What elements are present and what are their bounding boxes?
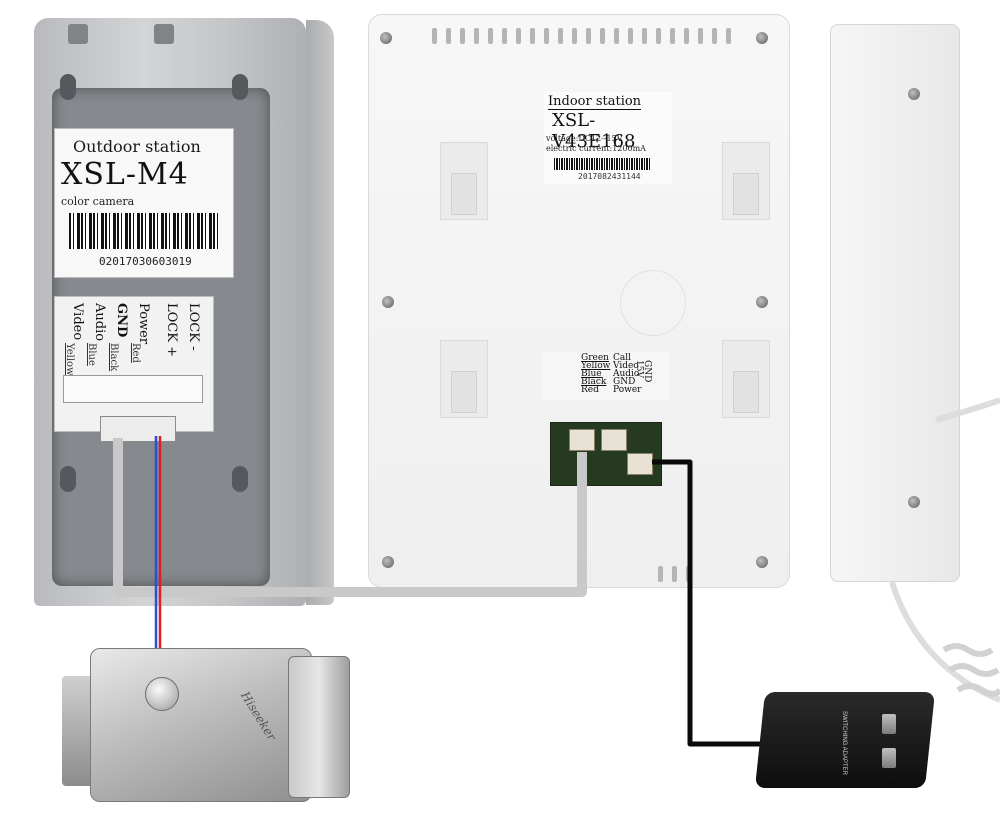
vent-slot xyxy=(530,28,535,44)
mount-notch xyxy=(154,24,174,44)
vent-slot xyxy=(726,28,731,44)
handset-cord xyxy=(889,581,1000,703)
lock-bolt-cylinder xyxy=(288,656,350,798)
terminal-color: Blue xyxy=(581,369,602,379)
outdoor-station-title: Outdoor station xyxy=(73,137,201,156)
mount-hole xyxy=(60,74,76,100)
screw xyxy=(382,296,394,308)
coiled-cord xyxy=(942,643,1000,697)
vent-slot xyxy=(628,28,633,44)
indoor-station-serial: 2017082431144 xyxy=(578,172,641,181)
screw xyxy=(382,556,394,568)
screw xyxy=(756,32,768,44)
barcode xyxy=(554,158,650,170)
mount-hole xyxy=(232,466,248,492)
indoor-station-current: electric current:1200mA xyxy=(546,144,646,153)
lock-knob xyxy=(145,677,179,711)
vent-slot xyxy=(460,28,465,44)
vent-slot xyxy=(670,28,675,44)
indoor-station-title: Indoor station xyxy=(548,94,642,110)
vent-slot xyxy=(488,28,493,44)
mount-slot xyxy=(722,340,770,418)
vent-slot xyxy=(600,28,605,44)
vent-slot xyxy=(614,28,619,44)
vent-slot xyxy=(672,566,677,582)
vent-slot xyxy=(516,28,521,44)
mount-slot xyxy=(440,340,488,418)
terminal-label: GND xyxy=(613,377,636,387)
vent-slot xyxy=(474,28,479,44)
vent-slot xyxy=(586,28,591,44)
outdoor-station-label: Outdoor station XSL-M4 color camera 0201… xyxy=(54,128,234,278)
indoor-station-label: Indoor station XSL-V43E168 voltage:DC12-… xyxy=(544,92,672,184)
barcode xyxy=(69,213,219,249)
outdoor-connector xyxy=(100,416,176,442)
vent-slot xyxy=(558,28,563,44)
outdoor-station-model: XSL-M4 xyxy=(61,157,189,192)
terminal-color: Green xyxy=(581,353,609,363)
power-adapter: SWITCHING ADAPTER xyxy=(754,692,936,790)
vent-slot xyxy=(712,28,717,44)
plug-prong xyxy=(882,748,896,768)
screw xyxy=(908,88,920,100)
vent-slot xyxy=(432,28,437,44)
connector-jack xyxy=(601,429,627,451)
mount-hole xyxy=(60,466,76,492)
handset-cord xyxy=(935,397,1000,423)
mount-notch xyxy=(68,24,88,44)
plug-prong xyxy=(882,714,896,734)
mount-slot xyxy=(722,142,770,220)
terminal-color: Yellow xyxy=(581,361,611,371)
outdoor-station-side-rail xyxy=(306,20,334,605)
outdoor-station-camera: color camera xyxy=(61,195,135,208)
vent-slot xyxy=(572,28,577,44)
handset xyxy=(830,24,960,582)
indoor-station-model: XSL-V43E168 xyxy=(552,110,636,152)
center-knob xyxy=(620,270,686,336)
adapter-label: SWITCHING ADAPTER xyxy=(841,711,847,776)
mount-slot xyxy=(440,142,488,220)
vent-slot xyxy=(642,28,647,44)
terminal-label: Call xyxy=(613,353,632,363)
screw xyxy=(380,32,392,44)
connector-jack xyxy=(569,429,595,451)
handset-body xyxy=(830,24,960,582)
vent-slot xyxy=(658,566,663,582)
screw xyxy=(756,556,768,568)
gray-cable xyxy=(113,438,587,597)
terminal-label: Power xyxy=(613,385,642,395)
vent-slot xyxy=(684,28,689,44)
lock-body: Hiseeker xyxy=(90,648,312,802)
terminal-label: Video xyxy=(613,361,639,371)
mount-hole xyxy=(232,74,248,100)
vent-slot xyxy=(502,28,507,44)
vent-slot xyxy=(544,28,549,44)
vent-slot xyxy=(698,28,703,44)
outdoor-station-serial: 02017030603019 xyxy=(99,255,192,268)
vent-slot xyxy=(446,28,451,44)
screw xyxy=(908,496,920,508)
indoor-station-voltage: voltage:DC12--15V xyxy=(546,134,623,143)
vent-slot xyxy=(656,28,661,44)
indoor-wiring-label: Green Yellow Blue Black Red Call Video A… xyxy=(543,352,669,400)
black-power-cable xyxy=(652,459,762,747)
outdoor-wiring-label: Video Audio GND Power LOCK + LOCK - Yell… xyxy=(54,296,214,432)
electric-lock: Hiseeker xyxy=(62,646,352,806)
terminal-label: Audio xyxy=(613,369,640,379)
terminal-color: Red xyxy=(581,385,599,395)
screw xyxy=(756,296,768,308)
lock-logo: Hiseeker xyxy=(237,689,279,743)
terminal-color: Black xyxy=(581,377,607,387)
terminal-block xyxy=(63,375,203,403)
